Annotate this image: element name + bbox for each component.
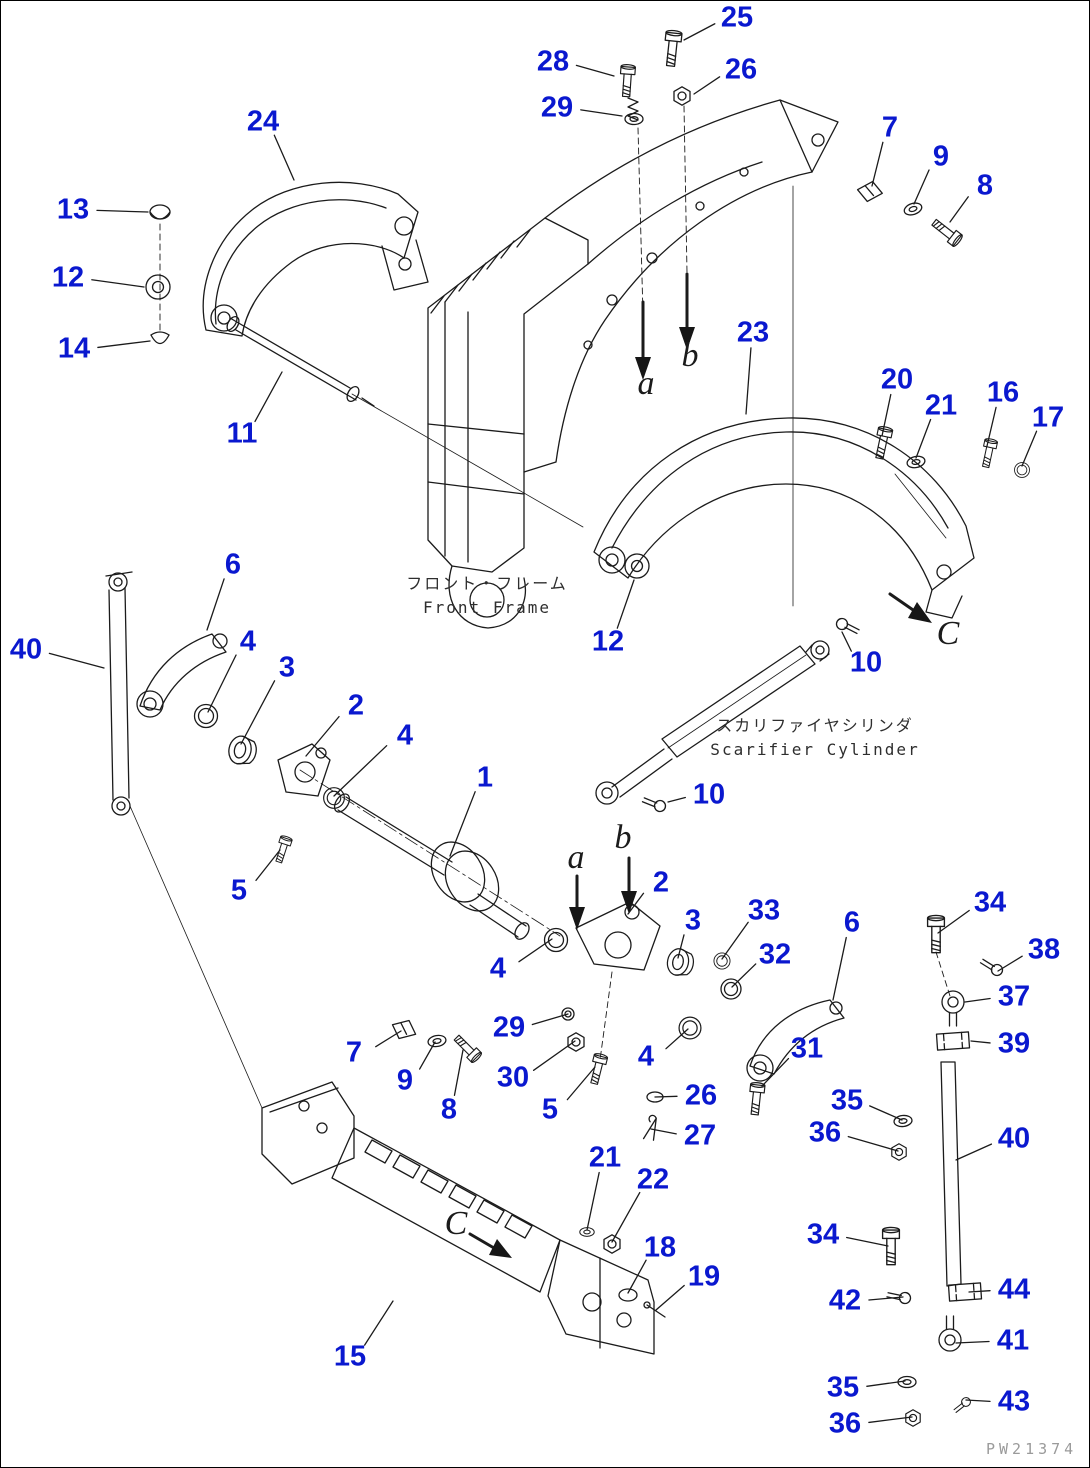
- callout-22-52: 22: [636, 1163, 670, 1196]
- callout-12-9: 12: [51, 261, 85, 294]
- callout-38-33: 38: [1027, 933, 1061, 966]
- front-frame-label-jp: フロント・フレーム: [406, 574, 568, 593]
- pivot-pin: [226, 315, 375, 407]
- left-lift-arm: [202, 181, 429, 337]
- callout-43-61: 43: [997, 1385, 1031, 1418]
- view-letter-a-2: a: [567, 839, 585, 876]
- callout-10-26: 10: [692, 778, 726, 811]
- callout-26-2: 26: [724, 53, 758, 86]
- callout-44-56: 44: [997, 1273, 1031, 1306]
- callout-6-17: 6: [224, 548, 242, 581]
- callout-42-58: 42: [828, 1284, 862, 1317]
- callout-12-22: 12: [591, 625, 625, 658]
- callout-2-21: 2: [347, 689, 365, 722]
- callout-4-36: 4: [489, 952, 507, 985]
- callout-34-53: 34: [806, 1218, 840, 1251]
- callout-29-37: 29: [492, 1011, 526, 1044]
- callout-9-42: 9: [396, 1064, 414, 1097]
- frame-end-hardware: [856, 179, 965, 249]
- frame-bushing: [624, 553, 650, 579]
- callout-1-25: 1: [476, 761, 494, 794]
- callout-18-54: 18: [643, 1231, 677, 1264]
- callout-26-46: 26: [684, 1079, 718, 1112]
- scarifier-cylinder-label: スカリファイヤシリンダ Scarifier Cylinder: [710, 714, 919, 762]
- callout-8-7: 8: [976, 169, 994, 202]
- callout-8-43: 8: [440, 1093, 458, 1126]
- callout-4-18: 4: [239, 625, 257, 658]
- callout-35-60: 35: [826, 1371, 860, 1404]
- callout-17-15: 17: [1031, 401, 1065, 434]
- right-lift-arm: [593, 417, 975, 619]
- view-letter-c-5: C: [444, 1205, 468, 1242]
- callout-28-1: 28: [536, 45, 570, 78]
- view-letter-c-4: C: [936, 615, 960, 652]
- callout-15-57: 15: [333, 1340, 367, 1373]
- callout-40-19: 40: [9, 633, 43, 666]
- right-link-rod-assembly: [881, 914, 1005, 1427]
- leader-lines: [48, 23, 1038, 1424]
- callout-6-31: 6: [843, 906, 861, 939]
- callout-7-5: 7: [881, 111, 899, 144]
- construction-lines: [129, 185, 794, 1109]
- callout-2-28: 2: [652, 866, 670, 899]
- top-mounting-bolts: [618, 29, 691, 353]
- scarifier-cylinder-drawing: [595, 614, 861, 817]
- scarifier-cylinder-label-jp: スカリファイヤシリンダ: [716, 716, 914, 735]
- callout-16-14: 16: [986, 376, 1020, 409]
- callout-11-16: 11: [226, 417, 258, 450]
- left-mount-hardware: [145, 204, 171, 345]
- callout-30-40: 30: [496, 1061, 530, 1094]
- callout-41-59: 41: [996, 1324, 1030, 1357]
- callout-10-23: 10: [849, 646, 883, 679]
- callout-19-55: 19: [687, 1260, 721, 1293]
- callout-23-11: 23: [736, 316, 770, 349]
- callout-32-34: 32: [758, 938, 792, 971]
- callout-36-62: 36: [828, 1407, 862, 1440]
- drawing-number-watermark: PW21374: [986, 1440, 1078, 1458]
- view-direction-arrows: [468, 272, 932, 1258]
- callout-27-47: 27: [683, 1119, 717, 1152]
- callout-35-48: 35: [830, 1084, 864, 1117]
- callout-20-12: 20: [880, 363, 914, 396]
- view-letter-b-1: b: [681, 337, 699, 374]
- right-arm-hardware: [871, 424, 1030, 539]
- callout-14-10: 14: [57, 332, 91, 365]
- scarifier-cylinder-label-en: Scarifier Cylinder: [710, 740, 920, 759]
- callout-29-3: 29: [540, 91, 574, 124]
- left-link-and-lever: [105, 571, 345, 865]
- callout-24-4: 24: [246, 105, 280, 138]
- callout-39-38: 39: [997, 1027, 1031, 1060]
- callout-21-51: 21: [588, 1141, 622, 1174]
- callout-5-44: 5: [541, 1093, 559, 1126]
- callout-34-32: 34: [973, 886, 1007, 919]
- front-frame-label: フロント・フレーム Front Frame: [406, 572, 568, 620]
- front-frame: [427, 99, 839, 629]
- view-letter-b-3: b: [614, 819, 632, 856]
- callout-7-39: 7: [345, 1036, 363, 1069]
- callout-9-6: 9: [932, 140, 950, 173]
- scarifier-bar: [261, 1081, 666, 1355]
- callout-37-35: 37: [997, 980, 1031, 1013]
- spindle-shaft: [299, 769, 561, 940]
- callout-5-27: 5: [230, 874, 248, 907]
- callout-25-0: 25: [720, 1, 754, 34]
- callout-3-29: 3: [684, 904, 702, 937]
- callout-40-50: 40: [997, 1122, 1031, 1155]
- front-frame-label-en: Front Frame: [423, 598, 551, 617]
- callout-31-41: 31: [790, 1032, 824, 1065]
- callout-13-8: 13: [56, 193, 90, 226]
- callout-4-24: 4: [396, 719, 414, 752]
- callout-36-49: 36: [808, 1116, 842, 1149]
- callout-33-30: 33: [747, 894, 781, 927]
- callout-3-20: 3: [278, 651, 296, 684]
- view-letter-a-0: a: [637, 365, 655, 402]
- callout-4-45: 4: [637, 1040, 655, 1073]
- callout-21-13: 21: [924, 389, 958, 422]
